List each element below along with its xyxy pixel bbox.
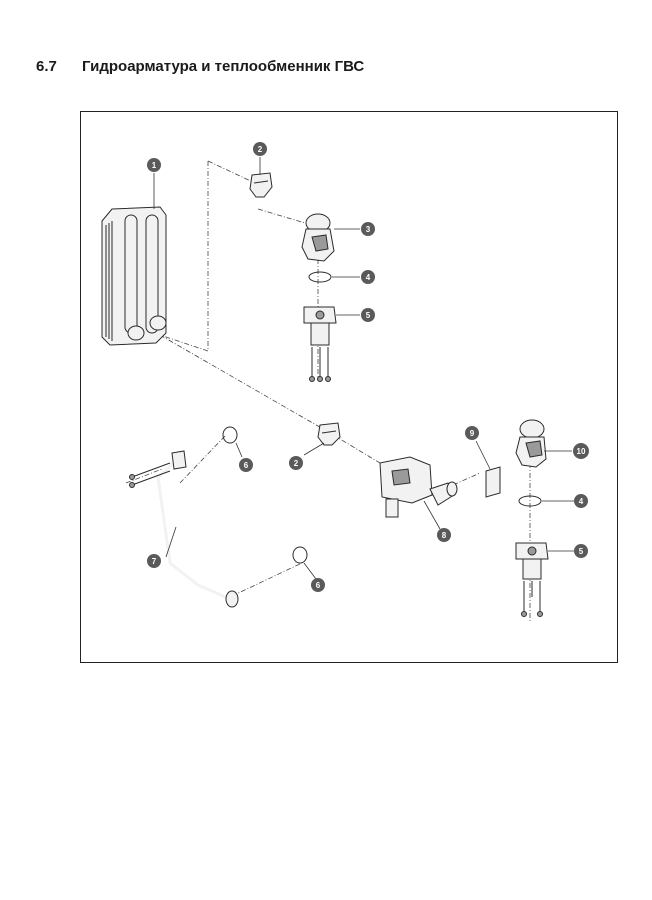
assembly-line-3	[257, 208, 306, 224]
assembly-line-6	[179, 435, 226, 484]
gasket-plate	[485, 466, 501, 498]
connector-fitting-right	[515, 419, 547, 468]
connector-fitting-top	[301, 213, 335, 262]
svg-text:4: 4	[366, 273, 371, 282]
screws-right	[521, 581, 543, 617]
section-title: Гидроарматура и теплообменник ГВС	[82, 58, 365, 75]
clip-middle	[317, 422, 341, 446]
flange-top	[303, 306, 337, 346]
callout-10: 10	[573, 443, 589, 459]
svg-text:10: 10	[577, 447, 586, 456]
callout-5-top: 5	[361, 308, 375, 322]
svg-text:2: 2	[294, 459, 299, 468]
callout-7: 7	[147, 554, 161, 568]
o-ring-lower	[292, 546, 308, 564]
assembly-line-1	[159, 161, 209, 352]
svg-text:4: 4	[579, 497, 584, 506]
svg-text:5: 5	[366, 311, 371, 320]
assembly-line-2	[207, 160, 256, 184]
callout-3: 3	[361, 222, 375, 236]
callout-2-middle: 2	[289, 456, 303, 470]
pipe	[129, 450, 239, 608]
callout-6-lower: 6	[311, 578, 325, 592]
callout-5-right: 5	[574, 544, 588, 558]
hydraulic-block	[379, 456, 458, 518]
svg-text:1: 1	[152, 161, 157, 170]
svg-text:6: 6	[244, 461, 249, 470]
ring-right	[518, 495, 542, 507]
assembly-line-7	[231, 562, 303, 597]
callout-1: 1	[147, 158, 161, 172]
diagram-frame	[80, 111, 618, 663]
callout-4-top: 4	[361, 270, 375, 284]
assembly-lines	[125, 160, 531, 621]
leader-lines	[153, 157, 574, 580]
svg-text:6: 6	[316, 581, 321, 590]
exploded-diagram: 1 2 3 4 5 2 6 7 8 6 9 10	[101, 142, 589, 621]
assembly-line-5	[159, 334, 381, 464]
svg-text:2: 2	[258, 145, 263, 154]
assembly-line-8	[434, 472, 481, 494]
svg-text:3: 3	[366, 225, 371, 234]
callout-4-right: 4	[574, 494, 588, 508]
callout-6-upper: 6	[239, 458, 253, 472]
callout-9: 9	[465, 426, 479, 440]
svg-text:7: 7	[152, 557, 157, 566]
callout-8: 8	[437, 528, 451, 542]
heat-exchanger	[101, 206, 167, 346]
flange-right	[515, 542, 549, 580]
svg-text:9: 9	[470, 429, 475, 438]
screws-top	[309, 347, 331, 382]
ring-top	[308, 271, 332, 283]
callout-2-top: 2	[253, 142, 267, 156]
svg-text:8: 8	[442, 531, 447, 540]
assembly-line-10	[125, 468, 163, 484]
o-ring-upper	[222, 426, 238, 444]
section-number: 6.7	[36, 58, 57, 75]
svg-text:5: 5	[579, 547, 584, 556]
clip-top	[249, 172, 273, 198]
